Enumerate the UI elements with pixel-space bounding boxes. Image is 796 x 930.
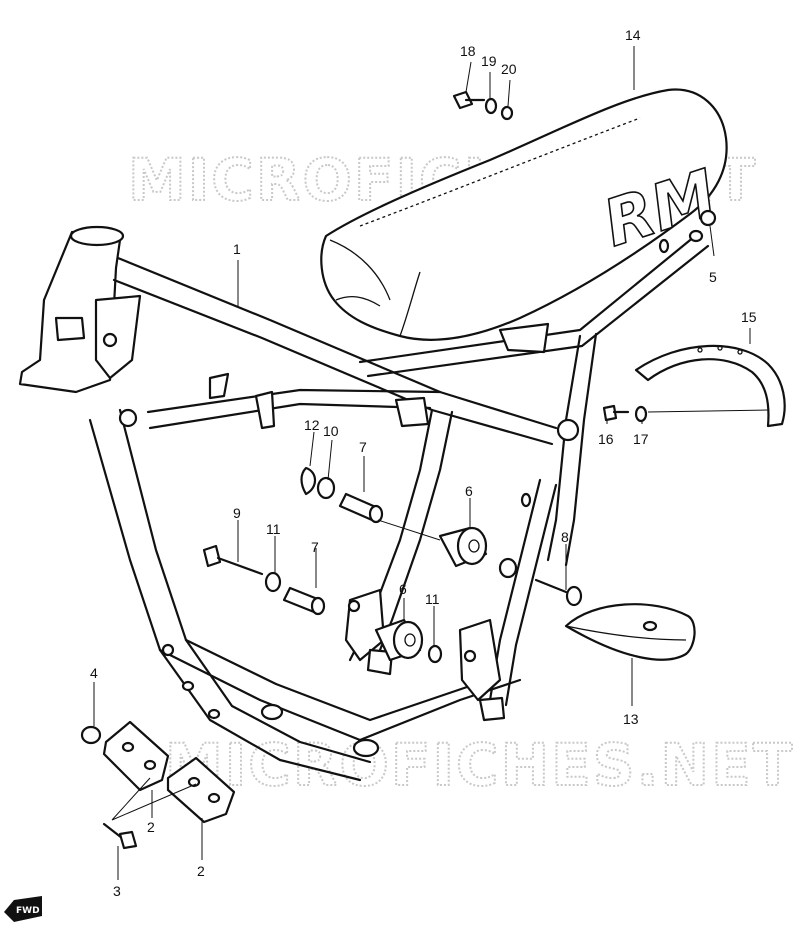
collar-7-lower [282,586,326,616]
callout-label: 5 [709,269,717,285]
forward-direction-badge: FWD [4,896,42,922]
callout-label: 19 [481,53,497,69]
collar-7-upper [338,492,384,524]
cushion-6-upper [438,526,488,568]
callout-label: 2 [147,819,155,835]
plate-2-b [166,756,236,824]
clip-12 [300,466,317,496]
bolt-washer-nut-set [452,90,514,121]
callout-label: 7 [359,439,367,455]
callout-label: 4 [90,665,98,681]
callout-label: 13 [623,711,639,727]
lead-7-6 [377,519,441,541]
callout-label: 1 [233,241,241,257]
callout-label: 11 [425,591,440,607]
bolt-8 [498,557,583,607]
callout-label: 14 [625,27,641,43]
callout-label: 15 [741,309,757,325]
bolt-9 [202,544,264,576]
callout-label: 3 [113,883,121,899]
plate-2-a [102,720,170,792]
callout-label: 2 [197,863,205,879]
washer-10 [316,476,336,500]
callout-label: 12 [304,417,320,433]
callout-label: 8 [561,529,569,545]
callout-label: 17 [633,431,649,447]
seat: RM [320,88,728,341]
washer-11-a [264,571,282,593]
callout-label: 20 [501,61,517,77]
callout-label: 6 [399,581,407,597]
bolt-3 [102,777,197,850]
washer-11-b [427,644,443,664]
callout-label: 16 [598,431,614,447]
callout-label: 6 [465,483,473,499]
forward-label: FWD [16,906,40,916]
callout-label: 10 [323,423,339,439]
callout-labels: 1 2 2 3 4 5 6 6 7 7 8 9 10 11 11 12 13 1… [90,27,757,899]
cushion-6-lower [374,618,424,662]
callout-label: 9 [233,505,241,521]
cover-13 [564,603,696,661]
nut-4 [80,725,102,745]
callout-label: 11 [266,521,281,537]
nut-5 [699,209,717,227]
callout-label: 18 [460,43,476,59]
fender-brace [634,344,786,428]
callout-leaders [93,46,751,880]
watermark-bottom: MICROFICHES.NET [165,731,794,799]
bolt-washer-16-17 [602,404,769,423]
callout-label: 7 [311,539,319,555]
frame [18,225,710,782]
